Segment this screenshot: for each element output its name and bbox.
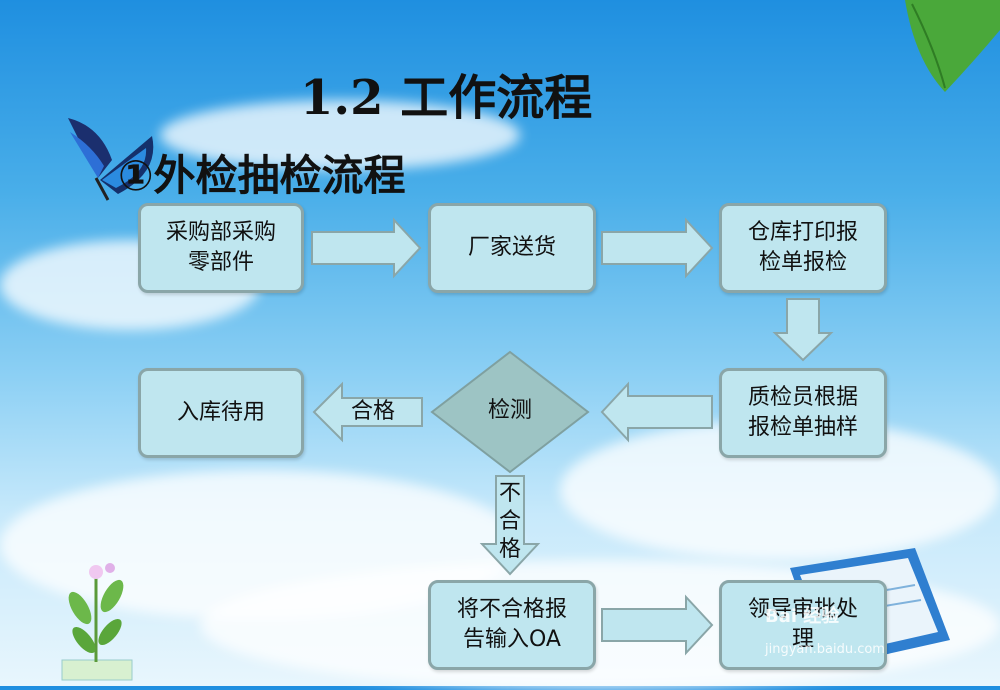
- node-oa: 将不合格报 告输入OA: [428, 580, 596, 670]
- node-delivery-line1: 厂家送货: [467, 235, 556, 260]
- arrow-oa-to-leader: [601, 594, 714, 656]
- edge-label-fail-char3: 格: [498, 537, 521, 562]
- node-stock: 入库待用: [138, 368, 304, 458]
- node-inspector: 质检员根据 报检单抽样: [719, 368, 887, 458]
- node-warehouse: 仓库打印报 检单报检: [719, 203, 887, 293]
- node-leader: 领导审批处 理: [719, 580, 887, 670]
- node-oa-line1: 将不合格报: [456, 597, 567, 622]
- plant-icon: [61, 563, 133, 681]
- node-oa-line2: 告输入OA: [463, 627, 561, 652]
- node-delivery: 厂家送货: [428, 203, 596, 293]
- node-purchase-line2: 零部件: [187, 250, 254, 275]
- node-inspector-line2: 报检单抽样: [747, 415, 858, 440]
- page-title: 1.2 工作流程: [300, 70, 593, 126]
- decision-label: 检测: [487, 398, 532, 423]
- node-purchase-line1: 采购部采购: [165, 220, 276, 245]
- node-stock-line1: 入库待用: [176, 400, 265, 425]
- edge-label-fail-char2: 合: [498, 509, 521, 534]
- arrow-decision-to-oa: [479, 475, 541, 576]
- node-inspector-line1: 质检员根据: [747, 385, 858, 410]
- arrow-delivery-to-warehouse: [601, 217, 714, 279]
- edge-label-fail: 不 合 格: [495, 480, 525, 564]
- section-subtitle: ①外检抽检流程: [118, 151, 406, 200]
- node-purchase: 采购部采购 零部件: [138, 203, 304, 293]
- edge-label-pass: 合格: [350, 399, 395, 424]
- arrow-purchase-to-delivery: [311, 217, 422, 279]
- arrow-inspector-to-decision: [600, 381, 713, 443]
- cloud-1: [160, 100, 520, 170]
- edge-label-fail-char1: 不: [498, 481, 521, 506]
- node-warehouse-line1: 仓库打印报: [747, 220, 858, 245]
- arrow-decision-to-stock: [312, 381, 423, 443]
- decision-diamond: [430, 350, 590, 474]
- node-warehouse-line2: 检单报检: [758, 250, 847, 275]
- node-leader-line2: 理: [791, 627, 814, 652]
- butterfly-icon: [68, 118, 154, 201]
- leaf-icon: [905, 0, 1000, 92]
- watermark-brand: Bai 经验: [765, 606, 840, 627]
- watermark-url: jingyan.baidu.com: [765, 642, 885, 657]
- arrow-warehouse-to-inspector: [772, 298, 834, 362]
- node-leader-line1: 领导审批处: [747, 597, 858, 622]
